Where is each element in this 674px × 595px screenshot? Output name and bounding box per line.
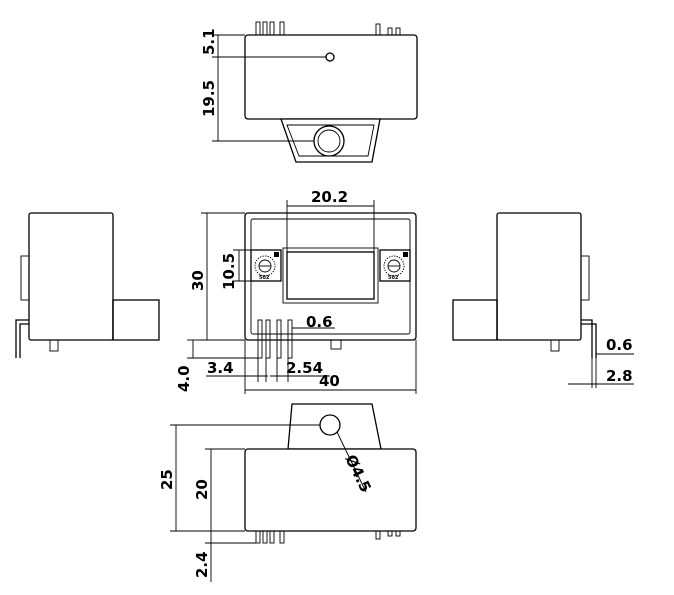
dim-bottom-pin-2.4: 2.4 [193, 551, 211, 578]
dim-pin-offset: 3.4 [207, 359, 234, 377]
dim-body-20: 20 [193, 479, 211, 500]
dim-pin-pitch: 2.54 [286, 359, 323, 377]
right-potentiometer: 502 [379, 249, 411, 282]
display-window [286, 251, 375, 300]
dim-pin-length: 4.0 [175, 365, 193, 392]
left-side-body [28, 212, 114, 341]
dim-pot-height: 10.5 [220, 253, 238, 290]
front-view-body [244, 212, 417, 341]
right-side-view: 0.6 2.8 [452, 212, 634, 388]
top-view-pins [255, 21, 401, 37]
dim-overall-25: 25 [158, 469, 176, 490]
dim-side-pin-offset: 2.8 [606, 367, 633, 385]
right-side-body [496, 212, 582, 341]
left-potentiometer: 502 [250, 249, 282, 282]
dim-width-40: 40 [319, 372, 340, 390]
dim-top-5.1: 5.1 [200, 28, 218, 55]
dim-window-width: 20.2 [311, 188, 348, 206]
top-view-mounting-tab [280, 118, 381, 163]
dim-height-30: 30 [189, 270, 207, 291]
bottom-view-pins [255, 530, 401, 544]
dim-pin-width: 0.6 [306, 313, 333, 331]
dim-side-pin-thickness: 0.6 [606, 336, 633, 354]
svg-text:502: 502 [388, 275, 399, 281]
front-view-pins [257, 319, 293, 359]
bottom-view: 25 20 Ø4.5 2.4 [158, 403, 417, 582]
front-view: 502 502 20.2 30 [175, 188, 417, 394]
left-side-view [15, 212, 160, 358]
top-view: 5.1 19.5 [200, 21, 418, 163]
bottom-view-body [244, 448, 417, 532]
top-view-body [244, 34, 418, 120]
bottom-view-mounting-tab [287, 403, 382, 450]
dim-top-19.5: 19.5 [200, 80, 218, 117]
svg-text:502: 502 [259, 275, 270, 281]
